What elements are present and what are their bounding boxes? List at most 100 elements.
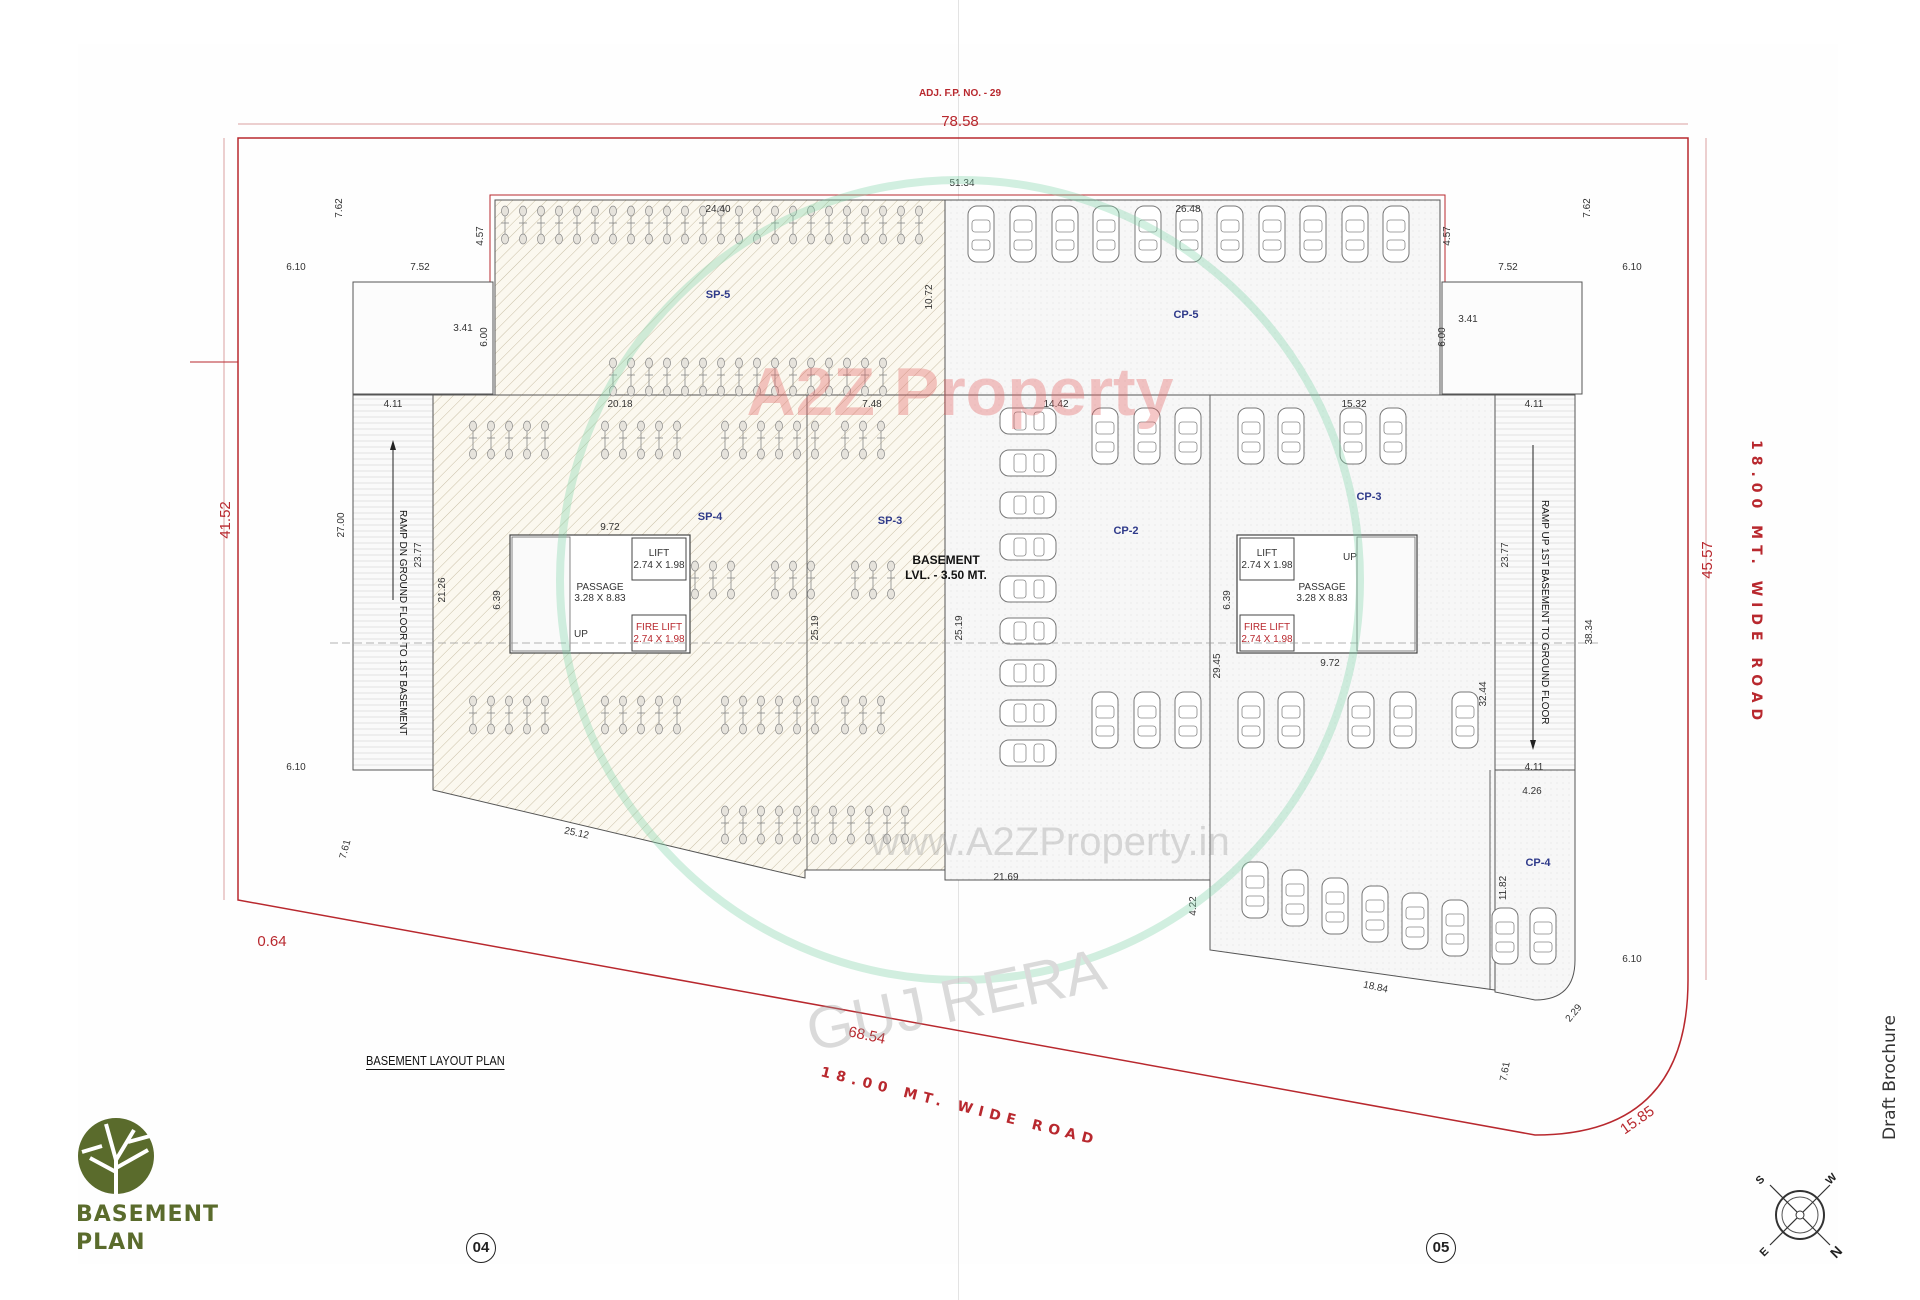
- svg-text:27.00: 27.00: [336, 512, 347, 537]
- svg-text:S: S: [1754, 1173, 1768, 1187]
- svg-text:6.00: 6.00: [479, 327, 490, 347]
- svg-text:14.42: 14.42: [1043, 399, 1068, 410]
- svg-text:4.26: 4.26: [1522, 786, 1542, 797]
- svg-text:20.18: 20.18: [607, 399, 632, 410]
- drawing-subtitle: BASEMENT LAYOUT PLAN: [366, 1053, 505, 1070]
- svg-text:PASSAGE: PASSAGE: [576, 582, 623, 593]
- svg-text:RAMP DN GROUND FLOOR TO 1ST BA: RAMP DN GROUND FLOOR TO 1ST BASEMENT: [397, 510, 408, 735]
- page-title-line1: BASEMENT: [76, 1202, 220, 1227]
- svg-text:UP: UP: [1343, 552, 1357, 563]
- svg-text:29.45: 29.45: [1212, 653, 1223, 678]
- svg-text:ADJ. F.P. NO. - 29: ADJ. F.P. NO. - 29: [919, 88, 1002, 99]
- svg-text:RAMP UP 1ST BASEMENT TO GROUND: RAMP UP 1ST BASEMENT TO GROUND FLOOR: [1539, 500, 1550, 725]
- svg-text:6.10: 6.10: [1622, 262, 1642, 273]
- svg-text:LVL. - 3.50 MT.: LVL. - 3.50 MT.: [905, 568, 987, 582]
- svg-text:6.39: 6.39: [1222, 590, 1233, 610]
- svg-text:2.74 X 1.98: 2.74 X 1.98: [1241, 634, 1293, 645]
- page-title-line2: PLAN: [76, 1230, 146, 1255]
- svg-text:7.52: 7.52: [410, 262, 430, 273]
- title-block: BASEMENT PLAN: [76, 1116, 219, 1257]
- svg-text:6.39: 6.39: [492, 590, 503, 610]
- svg-text:7.48: 7.48: [862, 399, 882, 410]
- svg-text:BASEMENT: BASEMENT: [912, 553, 980, 567]
- page-number-left: 04: [466, 1233, 496, 1263]
- svg-text:23.77: 23.77: [413, 542, 424, 567]
- svg-text:78.58: 78.58: [941, 113, 979, 130]
- svg-text:6.00: 6.00: [1437, 327, 1448, 347]
- svg-text:7.62: 7.62: [1582, 198, 1593, 218]
- svg-text:GUJ RERA: GUJ RERA: [800, 936, 1111, 1065]
- svg-text:18.00 MT. WIDE ROAD: 18.00 MT. WIDE ROAD: [819, 1064, 1101, 1149]
- north-arrow-compass-icon: N S E W: [1754, 1171, 1846, 1261]
- svg-text:51.34: 51.34: [949, 178, 974, 189]
- svg-text:25.12: 25.12: [563, 826, 590, 842]
- svg-text:25.19: 25.19: [954, 615, 965, 640]
- svg-text:21.69: 21.69: [993, 872, 1018, 883]
- svg-text:CP-3: CP-3: [1356, 491, 1381, 503]
- svg-text:FIRE LIFT: FIRE LIFT: [1244, 622, 1290, 633]
- svg-text:21.26: 21.26: [437, 577, 448, 602]
- draft-brochure-label: Draft Brochure: [1880, 1015, 1900, 1140]
- svg-text:2.74 X 1.98: 2.74 X 1.98: [633, 560, 685, 571]
- svg-text:26.48: 26.48: [1175, 204, 1200, 215]
- svg-text:41.52: 41.52: [217, 501, 234, 539]
- svg-text:CP-2: CP-2: [1113, 525, 1138, 537]
- svg-text:W: W: [1824, 1171, 1840, 1187]
- svg-text:E: E: [1758, 1245, 1772, 1259]
- tree-logo-icon: [78, 1118, 154, 1194]
- svg-text:2.74 X 1.98: 2.74 X 1.98: [633, 634, 685, 645]
- svg-text:A2Z Property: A2Z Property: [747, 354, 1174, 430]
- svg-text:4.11: 4.11: [384, 399, 403, 410]
- svg-text:SP-4: SP-4: [698, 511, 723, 523]
- svg-text:4.57: 4.57: [1442, 226, 1453, 246]
- svg-text:18.00 MT. WIDE ROAD: 18.00 MT. WIDE ROAD: [1748, 440, 1764, 726]
- zone-labels: SP-5 SP-4 SP-3 CP-5 CP-2 CP-3 CP-4 BASEM…: [698, 289, 1552, 869]
- svg-text:3.28 X 8.83: 3.28 X 8.83: [1296, 593, 1348, 604]
- svg-text:LIFT: LIFT: [1257, 548, 1278, 559]
- svg-text:6.10: 6.10: [1622, 954, 1642, 965]
- svg-text:3.41: 3.41: [1458, 314, 1478, 325]
- svg-text:7.62: 7.62: [334, 198, 345, 218]
- core-left: 9.72 LIFT 2.74 X 1.98 PASSAGE 3.28 X 8.8…: [492, 522, 691, 654]
- svg-text:4.11: 4.11: [1525, 399, 1544, 410]
- svg-text:7.52: 7.52: [1498, 262, 1518, 273]
- svg-text:23.77: 23.77: [1500, 542, 1511, 567]
- svg-text:18.84: 18.84: [1362, 980, 1389, 996]
- svg-text:CP-4: CP-4: [1525, 857, 1551, 869]
- svg-text:4.57: 4.57: [475, 226, 486, 246]
- core-right: LIFT 2.74 X 1.98 PASSAGE 3.28 X 8.83 FIR…: [1222, 534, 1418, 669]
- svg-text:7.61: 7.61: [1498, 1061, 1512, 1083]
- svg-text:32.44: 32.44: [1478, 681, 1489, 706]
- svg-text:4.22: 4.22: [1188, 896, 1199, 916]
- svg-text:2.74 X 1.98: 2.74 X 1.98: [1241, 560, 1293, 571]
- svg-text:11.82: 11.82: [1498, 875, 1509, 900]
- svg-text:45.57: 45.57: [1699, 541, 1716, 579]
- svg-text:6.10: 6.10: [286, 262, 306, 273]
- svg-text:25.19: 25.19: [810, 615, 821, 640]
- svg-text:6.10: 6.10: [286, 762, 306, 773]
- svg-text:38.34: 38.34: [1584, 619, 1595, 644]
- svg-text:2.29: 2.29: [1564, 1002, 1585, 1024]
- ramp-labels: RAMP DN GROUND FLOOR TO 1ST BASEMENT RAM…: [390, 440, 1550, 750]
- svg-text:9.72: 9.72: [600, 522, 620, 533]
- svg-text:SP-5: SP-5: [706, 289, 730, 301]
- svg-text:15.32: 15.32: [1341, 399, 1366, 410]
- svg-text:7.61: 7.61: [338, 838, 354, 860]
- svg-text:3.41: 3.41: [453, 323, 473, 334]
- svg-text:www.A2ZProperty.in: www.A2ZProperty.in: [869, 820, 1229, 864]
- plot-boundary: [190, 123, 1707, 1136]
- svg-text:LIFT: LIFT: [649, 548, 670, 559]
- svg-text:FIRE LIFT: FIRE LIFT: [636, 622, 682, 633]
- svg-text:UP: UP: [574, 629, 588, 640]
- svg-text:10.72: 10.72: [924, 284, 935, 309]
- svg-text:CP-5: CP-5: [1173, 309, 1198, 321]
- svg-text:24.40: 24.40: [705, 204, 730, 215]
- svg-text:4.11: 4.11: [1525, 762, 1544, 773]
- svg-text:PASSAGE: PASSAGE: [1298, 582, 1345, 593]
- page-number-right: 05: [1426, 1233, 1456, 1263]
- svg-text:9.72: 9.72: [1320, 658, 1340, 669]
- svg-text:3.28 X 8.83: 3.28 X 8.83: [574, 593, 626, 604]
- svg-text:SP-3: SP-3: [878, 515, 902, 527]
